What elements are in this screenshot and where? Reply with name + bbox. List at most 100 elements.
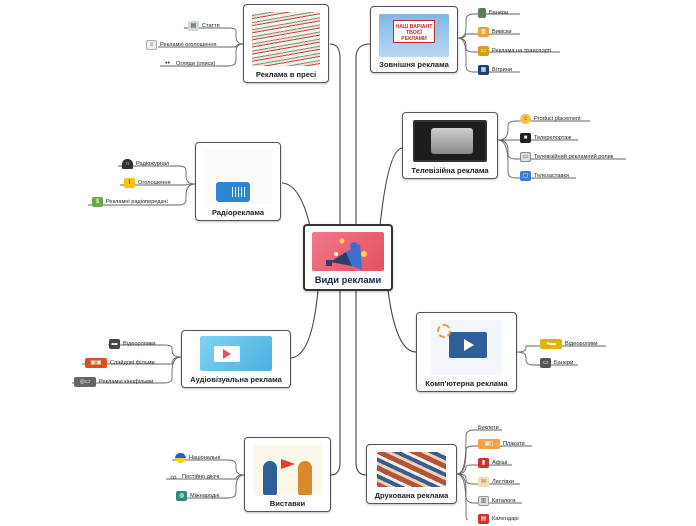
branch-audiovisual[interactable]: Аудіовізуальна реклама (181, 330, 291, 388)
branch-tv[interactable]: Телевізійна реклама (402, 112, 498, 179)
connector-print (355, 290, 367, 476)
leaf-banners-outdoor[interactable]: Банери (478, 5, 508, 20)
connector-av (290, 289, 319, 359)
leaf-computer-banners[interactable]: ▭ Банери (540, 355, 573, 370)
leaf-label: Рекламні оголошення (160, 41, 217, 48)
clapperboard-icon: ▬ (109, 338, 120, 349)
leaf-label: Національні (189, 454, 221, 461)
headphones-icon: ∩ (122, 158, 133, 169)
leaf-label: Буклети (478, 424, 499, 431)
branch-outdoor[interactable]: НАШ ВАРІАНТ ТВОЄЇ РЕКЛАМИ Зовнішня рекла… (370, 6, 458, 73)
money-icon: $ (92, 196, 103, 207)
leaf-leaflets[interactable]: ✉ Листівки (478, 474, 514, 489)
slides-icon: ▣▣ (85, 357, 107, 368)
shop-sign-icon: ▥ (478, 26, 489, 37)
poster-icon: ▣▯ (478, 438, 500, 449)
leaf-av-videos[interactable]: ▬ Відеоролики (109, 336, 156, 351)
film-reel-icon: ◎▭ (74, 376, 96, 387)
branch-title-exhibitions: Виставки (269, 499, 306, 508)
leaf-label: Банери (554, 359, 574, 366)
leaf-permanent[interactable]: ∞ Постійно діючі (168, 469, 219, 484)
leaf-label: Слайдові фільми (110, 359, 155, 366)
leaf-national[interactable]: Національні (175, 450, 220, 465)
leaf-label: Радіожурнал (136, 160, 170, 167)
leaf-label: Телерепортаж (534, 134, 572, 141)
calendar-icon: ▤ (478, 513, 489, 524)
branch-print[interactable]: Друкована реклама (366, 444, 457, 504)
leaf-tv-report[interactable]: ■ Телерепортаж (520, 130, 571, 145)
play-triangle (223, 349, 231, 359)
leaf-slide-films[interactable]: ▣▣ Слайдові фільми (85, 355, 155, 370)
multimedia-illustration (200, 336, 272, 371)
eyes-icon: •• (165, 60, 170, 67)
video-icon: ●▬ (540, 338, 562, 349)
leaf-booklets[interactable]: Буклети (478, 420, 499, 435)
leaf-announcements[interactable]: ! Оголошення (124, 175, 171, 190)
leaf-calendars[interactable]: ▤ Календарі (478, 511, 519, 526)
leaf-label: Постійно діючі (182, 473, 220, 480)
leaf-tv-screensavers[interactable]: ▢ Телезаставки (520, 168, 569, 183)
connector-outdoor (355, 43, 371, 230)
leaf-label: Телезаставки (534, 172, 569, 179)
leaf-article[interactable]: ▤ Стаття (188, 18, 220, 33)
warning-icon: ! (124, 177, 135, 188)
playbill-icon: ▮ (478, 457, 489, 468)
connector-press (329, 43, 341, 230)
leaf-product-placement[interactable]: ☺ Product placement (520, 111, 581, 126)
branch-exhibitions[interactable]: Виставки (244, 437, 331, 512)
leaf-reviews[interactable]: •• Огляди (описи) (162, 56, 215, 71)
leaf-playbills[interactable]: ▮ Афіші (478, 455, 507, 470)
branch-press[interactable]: Реклама в пресі (243, 4, 329, 83)
leaf-posters[interactable]: ▣▯ Плакати (478, 436, 525, 451)
central-title: Види реклами (314, 274, 382, 285)
leaf-label: Відеоролики (565, 340, 598, 347)
smiley-icon: ☺ (520, 113, 531, 124)
branch-computer[interactable]: Комп'ютерна реклама (416, 312, 517, 392)
exhibition-megaphone-illustration (253, 445, 322, 495)
leaf-radio-programs[interactable]: $ Рекламні радіопередачі (92, 194, 168, 209)
megaphone-shape (281, 459, 295, 469)
newspapers-stack-illustration (252, 12, 320, 66)
leaf-classified-ads[interactable]: ≡ Рекламні оголошення (146, 37, 216, 52)
person-right (298, 461, 312, 495)
megaphone-illustration (312, 232, 384, 271)
globe-icon: ◍ (176, 490, 187, 501)
leaf-international[interactable]: ◍ Міжнародні (176, 488, 220, 503)
leaf-tv-commercial[interactable]: ▭ Телевізійний рекламний ролик (520, 149, 613, 164)
leaf-computer-videos[interactable]: ●▬ Відеоролики (540, 336, 598, 351)
showcase-icon: ▦ (478, 64, 489, 75)
central-node[interactable]: Види реклами (303, 224, 393, 291)
leaf-label: Вітрини (492, 66, 512, 73)
branch-title-computer: Комп'ютерна реклама (425, 379, 508, 388)
leaf-transport-ads[interactable]: ▭ Реклама на транспорті (478, 43, 551, 58)
document-icon: ≡ (146, 39, 157, 50)
leaf-radio-journal[interactable]: ∩ Радіожурнал (122, 156, 169, 171)
leaf-label: Стаття (202, 22, 220, 29)
monitor-icon: ▭ (540, 357, 551, 368)
leaf-showcases[interactable]: ▦ Вітрини (478, 62, 512, 77)
leaf-label: Рекламні радіопередачі (106, 198, 168, 205)
leaf-label: Телевізійний рекламний ролик (534, 153, 614, 160)
connector-computer (387, 289, 417, 353)
leaf-signboards[interactable]: ▥ Вивіски (478, 24, 511, 39)
billboard-sign: НАШ ВАРІАНТ ТВОЄЇ РЕКЛАМИ (393, 20, 435, 43)
branch-radio[interactable]: Радіореклама (195, 142, 281, 221)
leaf-label: Банери (489, 9, 509, 16)
connector-tv (379, 147, 403, 227)
branch-title-tv: Телевізійна реклама (411, 166, 489, 175)
leaf-ad-movies[interactable]: ◎▭ Рекламні кінофільми (74, 374, 153, 389)
leaf-label: Афіші (492, 459, 508, 466)
newspaper-icon: ▤ (188, 20, 199, 31)
gear-decoration (437, 324, 451, 338)
leaf-label: Відеоролики (123, 340, 156, 347)
connector-radio (281, 182, 311, 227)
leaf-label: Листівки (492, 478, 514, 485)
leaf-label: Огляди (описи) (176, 60, 216, 67)
billboard-illustration: НАШ ВАРІАНТ ТВОЄЇ РЕКЛАМИ (379, 14, 449, 57)
book-icon: ▥ (478, 495, 489, 506)
television-illustration (413, 120, 487, 162)
branch-title-audiovisual: Аудіовізуальна реклама (190, 375, 282, 384)
leaf-catalogs[interactable]: ▥ Каталоги (478, 493, 515, 508)
